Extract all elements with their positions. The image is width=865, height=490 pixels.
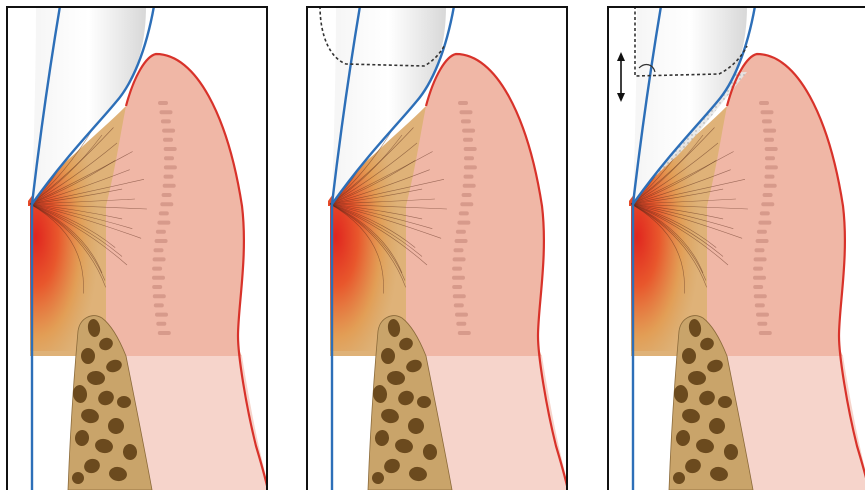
root-surface: [6, 206, 30, 490]
double-arrow-icon: [617, 52, 625, 102]
gingiva: [707, 54, 845, 356]
panel-1: [6, 6, 268, 490]
gingiva: [106, 54, 244, 356]
root-surface: [607, 206, 631, 490]
root-surface: [306, 206, 330, 490]
panel-3: [607, 6, 865, 490]
gingiva: [406, 54, 544, 356]
panel-2: [306, 6, 568, 490]
